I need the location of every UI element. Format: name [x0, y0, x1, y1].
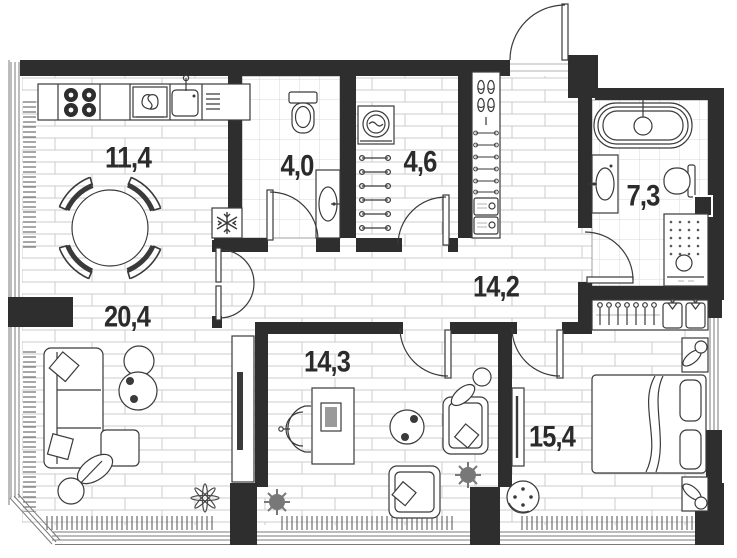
tv-console-icon [511, 387, 525, 467]
blanket-icon [645, 375, 656, 473]
toilet-icon [288, 91, 318, 134]
shoe-shelf-icon [477, 79, 495, 125]
office-chair-icon [278, 405, 311, 453]
room-area-label-hallway: 14,2 [473, 271, 519, 304]
washbasin-icon [315, 169, 341, 239]
double-door-icon [215, 247, 255, 321]
pillow-icon [48, 351, 80, 383]
pillow-icon [679, 429, 702, 470]
bedroom-room [506, 298, 709, 514]
kitchen-sink-icon [171, 74, 199, 117]
door-swing-icon [584, 231, 634, 284]
entrance-door-icon [509, 3, 569, 61]
radiator-icon [23, 100, 696, 530]
room-area-label-laundry: 4,6 [404, 146, 437, 179]
living-room [43, 335, 255, 513]
monitor-icon [320, 402, 342, 432]
potted-plant-icon [57, 453, 114, 505]
fridge-snowflake-icon [211, 207, 243, 239]
door-swing-icon [397, 194, 450, 246]
coffee-table-icon [118, 371, 158, 411]
washbasin-icon [588, 154, 619, 214]
pillow-icon [391, 480, 417, 507]
hallway-closet [471, 71, 501, 239]
tv-console-icon [231, 335, 255, 483]
entrance-threshold [510, 60, 568, 76]
duct-shaft-icon [693, 195, 713, 217]
pillow-icon [679, 379, 702, 422]
kitchen-dining-room [37, 74, 251, 279]
room-area-label-kitchen-dining: 11,4 [105, 142, 152, 175]
door-swing-icon [399, 327, 452, 379]
dish-rack-icon [206, 93, 220, 110]
wardrobe-hangers-icon [591, 298, 709, 331]
shower-icon [663, 213, 709, 287]
nightstand-icon [681, 337, 709, 373]
armchair-icon [442, 396, 489, 455]
room-area-label-living: 20,4 [104, 301, 151, 334]
doors [215, 3, 634, 379]
door-swing-icon [511, 327, 564, 379]
cooktop-icon [64, 88, 96, 117]
toilet-icon [663, 164, 696, 198]
armchair-icon [388, 465, 441, 519]
outside-area [724, 0, 737, 558]
room-area-label-bathroom: 7,3 [627, 180, 660, 213]
room-area-label-bedroom: 15,4 [529, 421, 576, 454]
laundry-room [357, 105, 395, 231]
dining-table-icon [71, 189, 149, 267]
room-area-label-study: 14,3 [304, 346, 350, 379]
corner-sofa-icon [43, 347, 140, 469]
window-icon [706, 318, 722, 430]
window-icon [8, 60, 724, 545]
room-area-label-wc: 4,0 [281, 150, 314, 183]
bathroom-room [588, 99, 713, 287]
outside-area [598, 0, 737, 88]
bush-plant-icon [450, 367, 492, 407]
walls [8, 55, 724, 545]
pillow-icon [46, 433, 74, 461]
extractor-fan-icon [132, 86, 168, 118]
double-bed-icon [591, 374, 707, 474]
clothes-icon [662, 298, 706, 329]
nightstand-icon [681, 476, 709, 512]
pouf-icon [506, 480, 540, 514]
bathtub-icon [593, 99, 693, 149]
drawer-unit-icon [473, 197, 499, 235]
study-room [263, 367, 492, 519]
pillow-icon [453, 423, 480, 449]
wc-room [288, 91, 341, 239]
door-swing-icon [266, 189, 319, 241]
washing-machine-icon [357, 105, 395, 145]
